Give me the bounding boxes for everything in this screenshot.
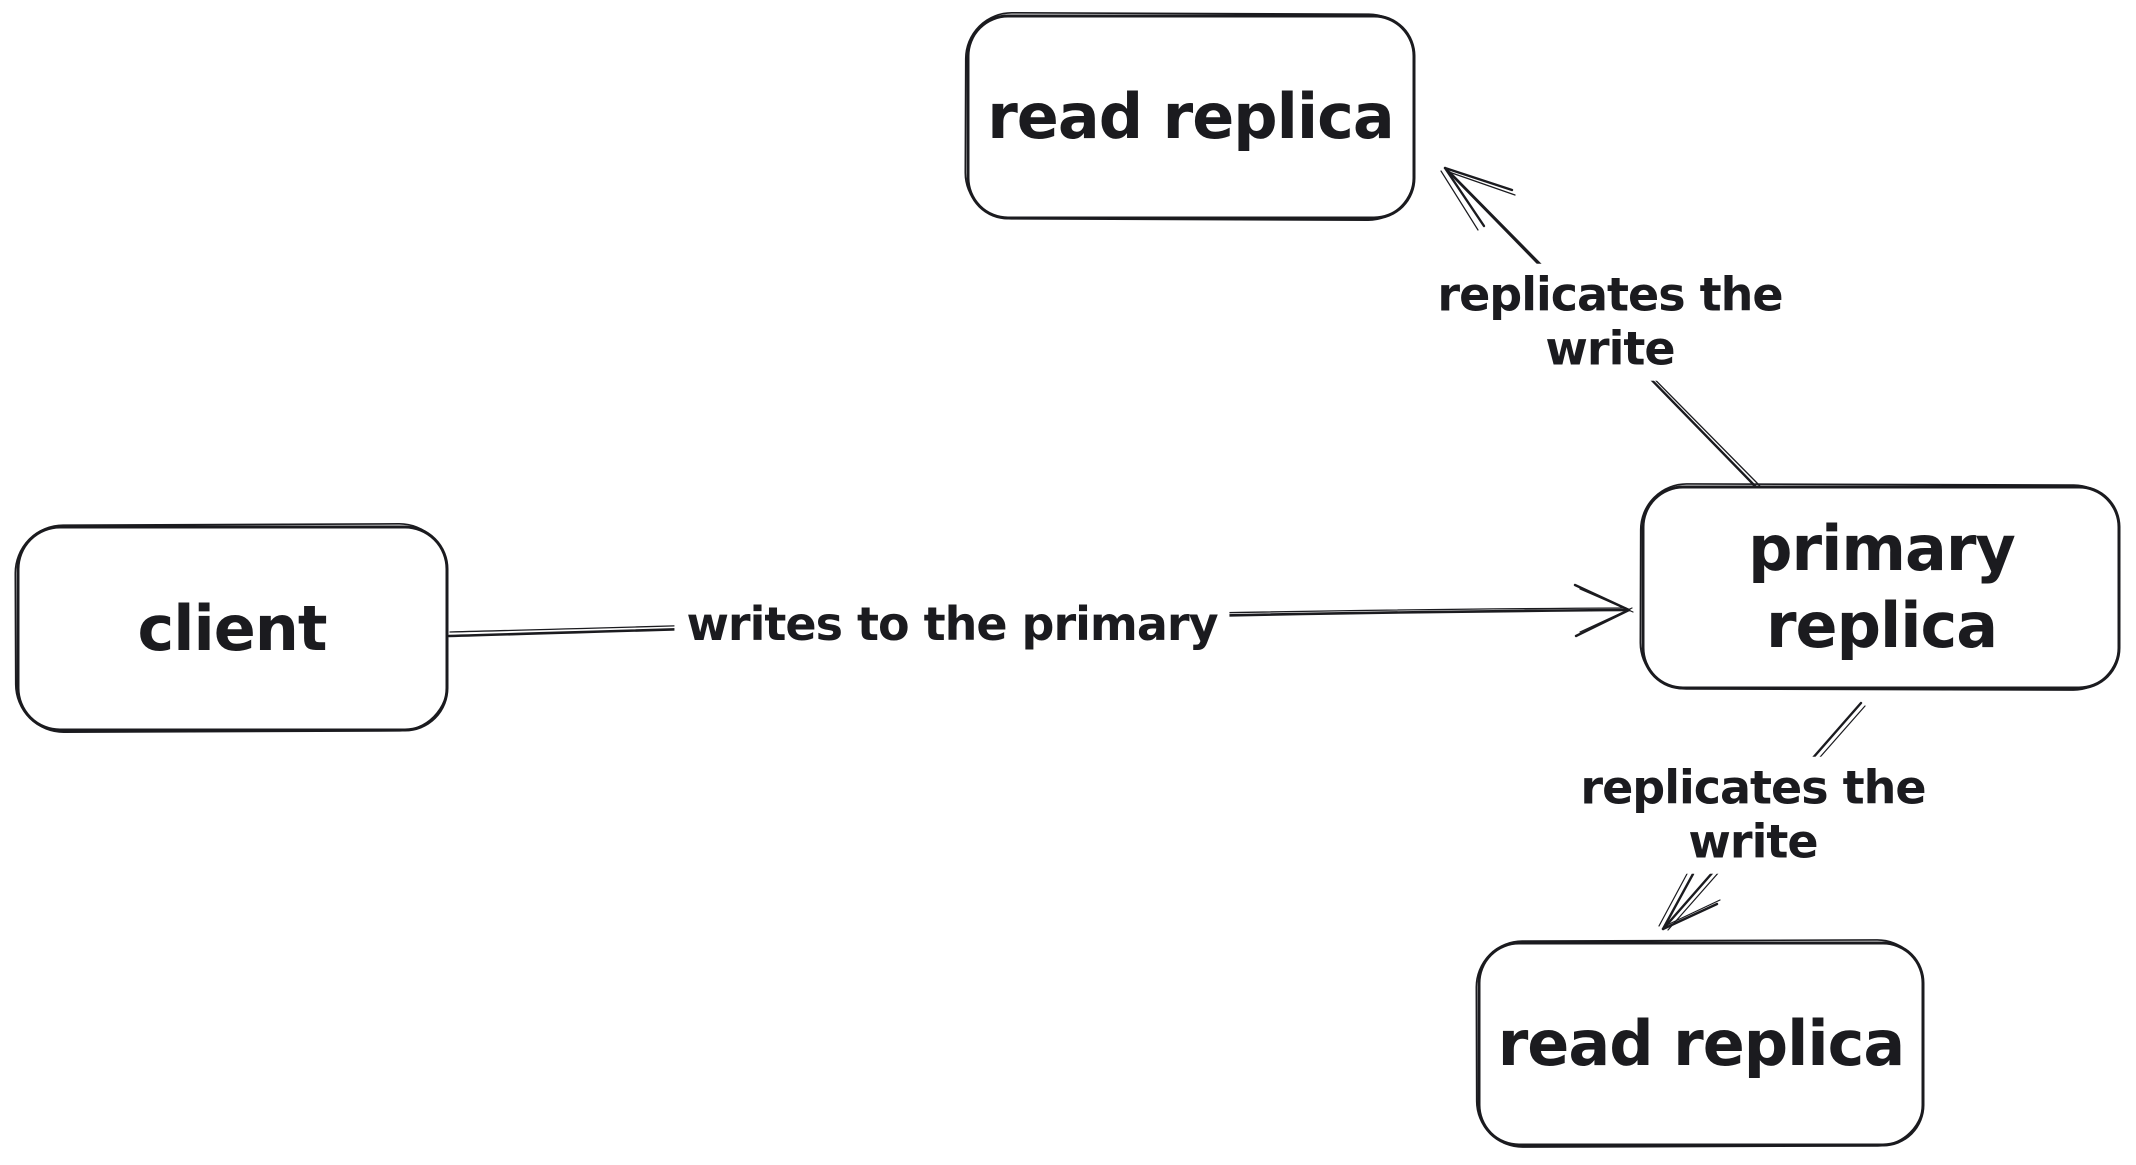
node-client: client <box>16 525 448 732</box>
node-label: read replica <box>1497 1007 1906 1081</box>
node-read-replica-top: read replica <box>966 14 1415 220</box>
node-primary-replica: primary replica <box>1641 484 2122 690</box>
node-read-replica-bottom: read replica <box>1477 940 1925 1148</box>
node-label: client <box>137 591 327 665</box>
node-box-read-replica-bottom <box>1475 939 1925 1148</box>
node-label: read replica <box>987 80 1395 154</box>
node-box-client <box>14 523 449 733</box>
node-box-primary-replica <box>1639 483 2121 691</box>
node-label: primary replica <box>1748 511 2016 663</box>
edge-label-replicates-top: replicates the write <box>1425 263 1795 381</box>
edge-label-replicates-bottom: replicates the write <box>1568 756 1938 874</box>
node-box-read-replica-top <box>964 12 1416 221</box>
edge-label-writes-to-primary: writes to the primary <box>674 592 1230 656</box>
